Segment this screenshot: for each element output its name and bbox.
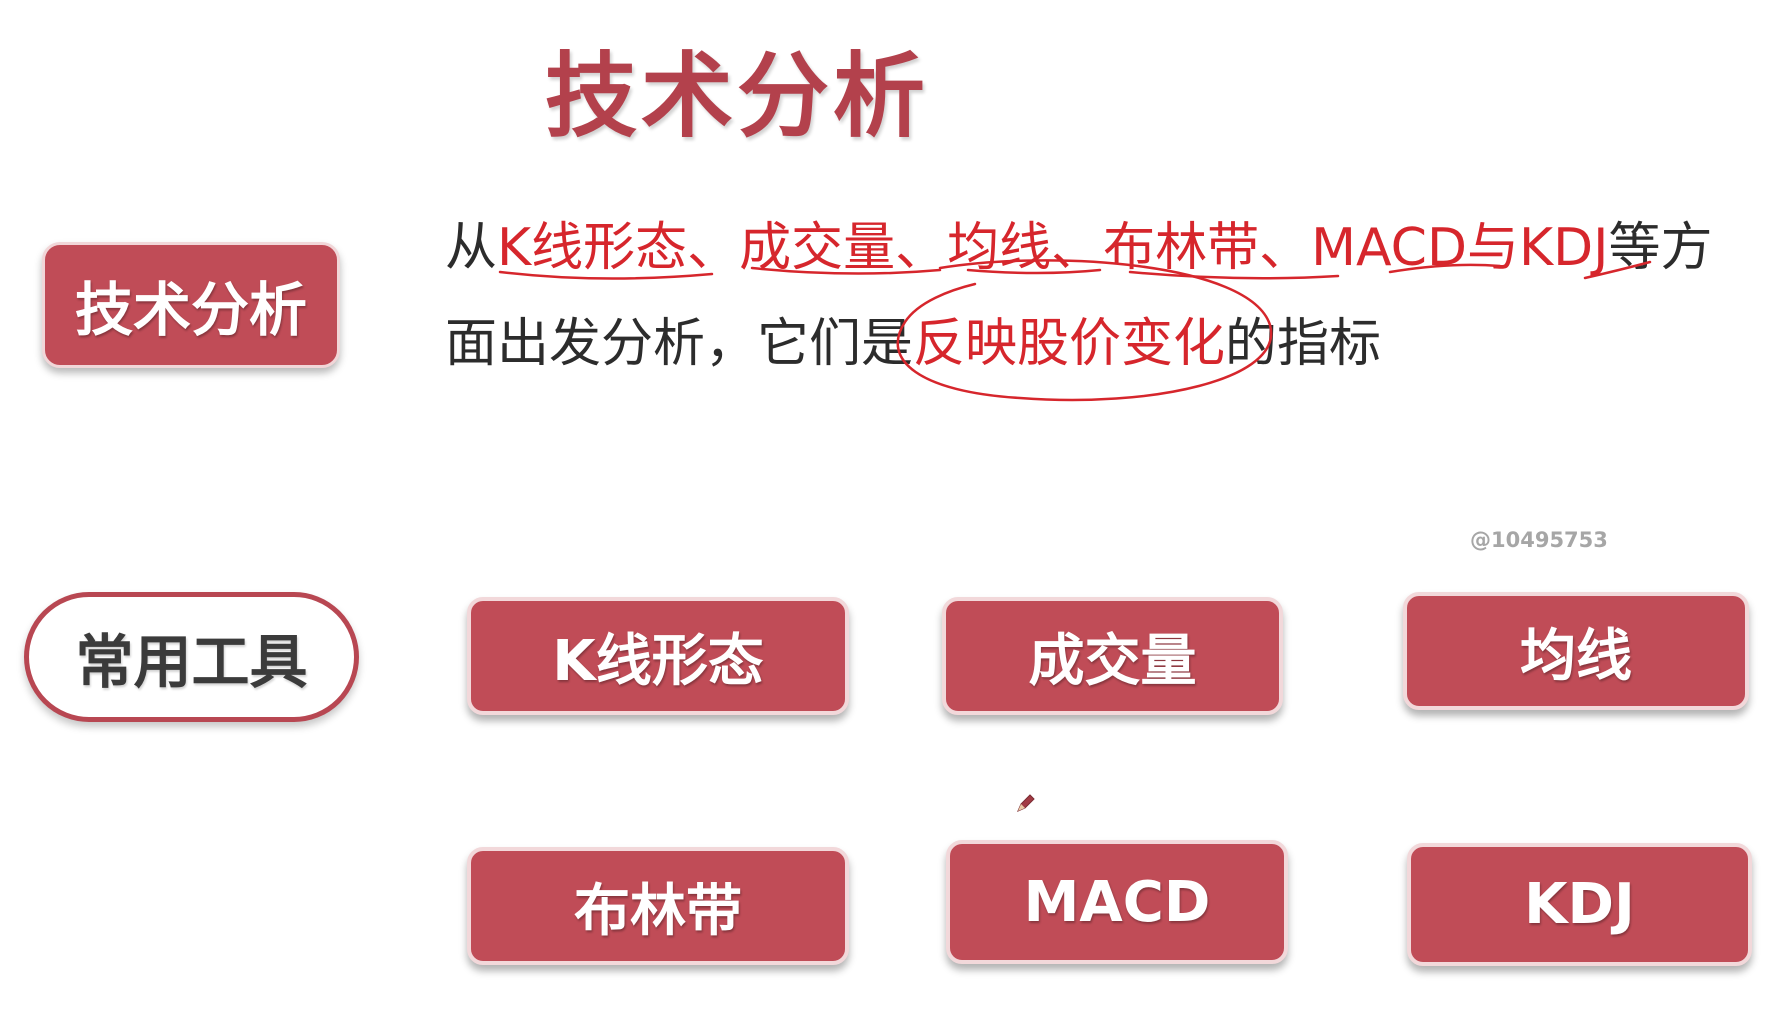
- description-highlight: 反映股价变化: [913, 314, 1226, 374]
- tool-moving-average[interactable]: 均线: [1403, 592, 1749, 710]
- tool-volume[interactable]: 成交量: [942, 597, 1283, 715]
- description-line-1: 从K线形态、成交量、均线、布林带、MACD与KDJ等方: [445, 200, 1775, 296]
- description-text: 面出发分析，它们是: [445, 314, 914, 374]
- description-text: 等方: [1608, 218, 1713, 278]
- description-line-2: 面出发分析，它们是反映股价变化的指标: [445, 296, 1775, 392]
- tool-macd[interactable]: MACD: [946, 840, 1288, 964]
- description-highlight: K线形态、成交量、均线、布林带、MACD与KDJ: [497, 218, 1609, 278]
- common-tools-label: 常用工具: [24, 592, 359, 722]
- tool-kdj[interactable]: KDJ: [1407, 843, 1752, 966]
- description-text: 从: [445, 218, 498, 278]
- technical-analysis-label: 技术分析: [42, 242, 340, 368]
- description: 从K线形态、成交量、均线、布林带、MACD与KDJ等方 面出发分析，它们是反映股…: [445, 200, 1775, 392]
- tool-k-line[interactable]: K线形态: [467, 597, 849, 715]
- tool-bollinger-bands[interactable]: 布林带: [467, 847, 849, 965]
- description-text: 的指标: [1225, 314, 1382, 374]
- watermark: @10495753: [1470, 528, 1608, 552]
- slide-title: 技术分析: [545, 43, 930, 150]
- pencil-icon: [1017, 794, 1035, 812]
